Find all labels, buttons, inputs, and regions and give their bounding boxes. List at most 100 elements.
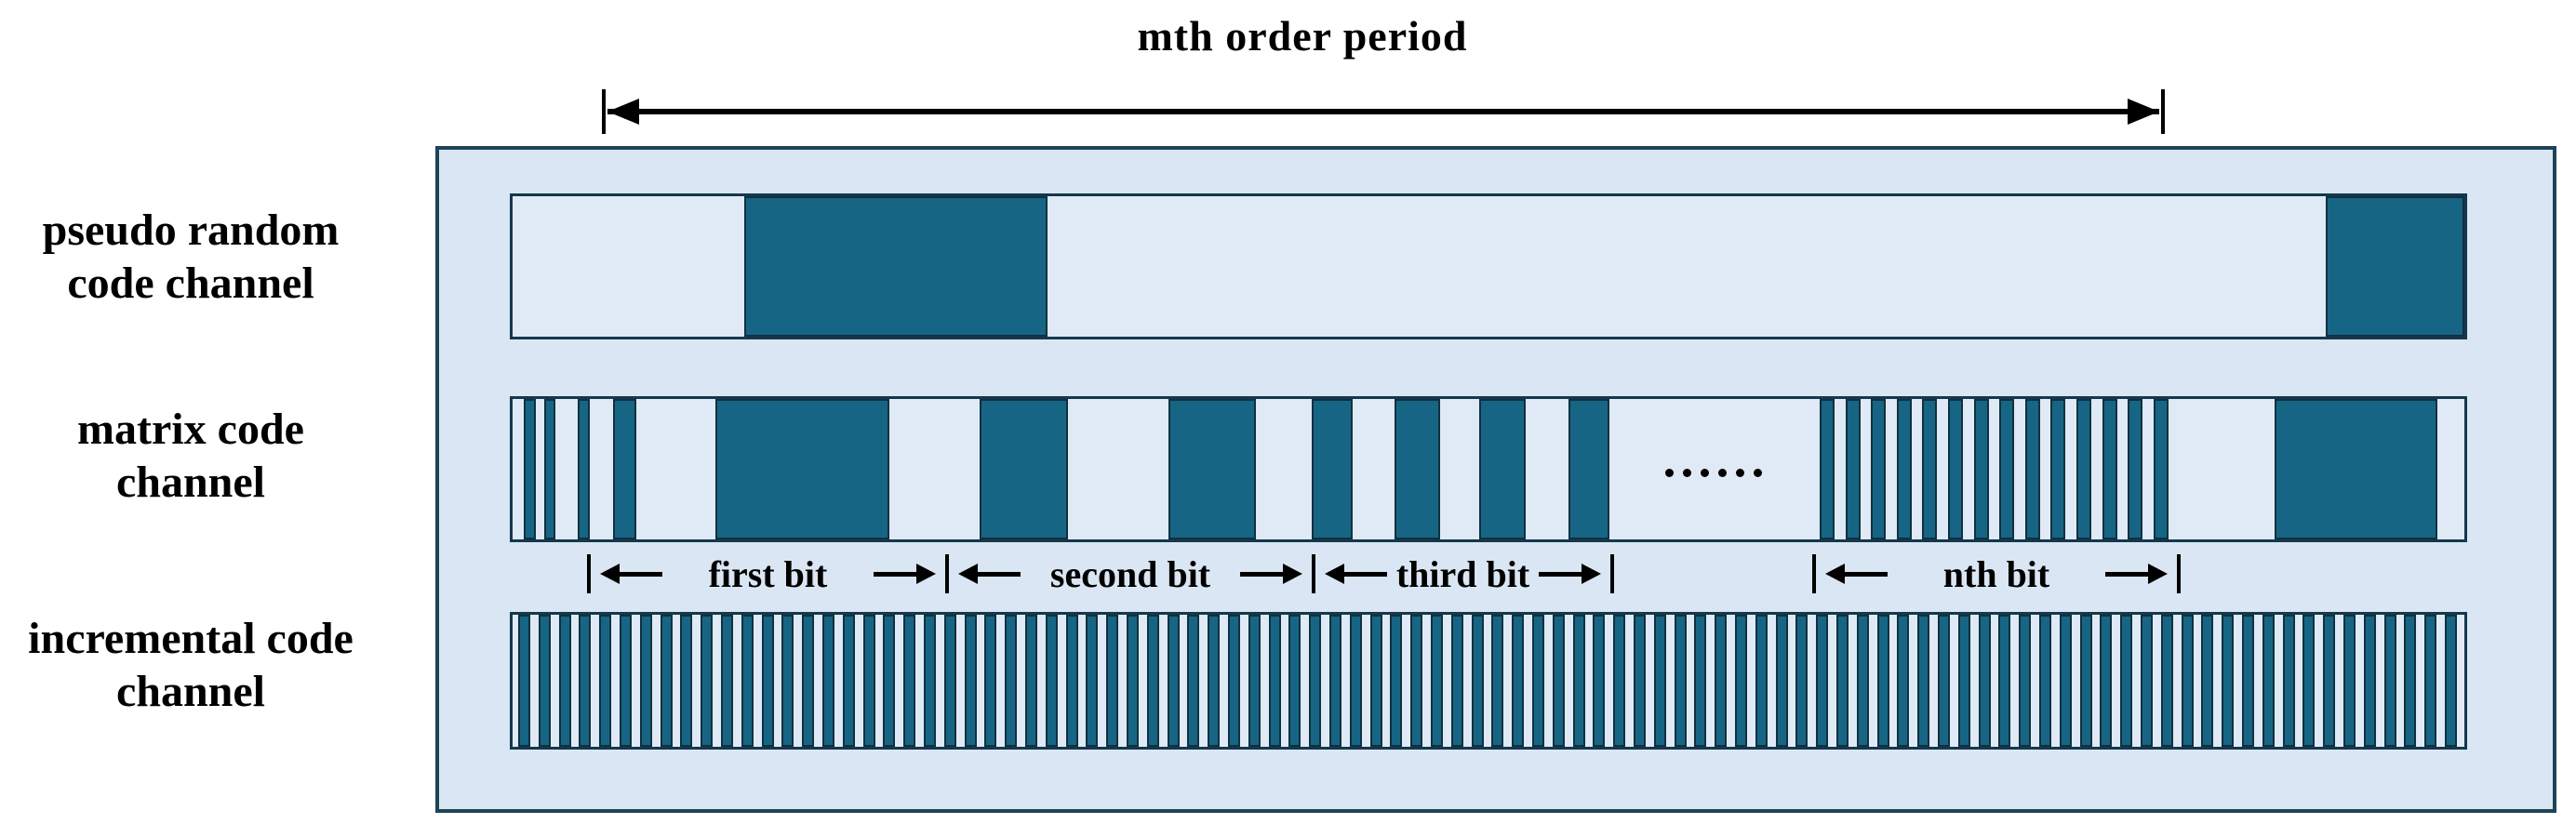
incremental-stripe [538, 615, 551, 747]
incremental-stripe [781, 615, 794, 747]
incremental-stripe [1349, 615, 1362, 747]
incremental-stripe [1288, 615, 1301, 747]
incremental-stripe [984, 615, 997, 747]
incremental-stripe [883, 615, 896, 747]
incremental-stripe [1775, 615, 1788, 747]
incremental-stripe [1146, 615, 1159, 747]
matrix-fine-stripe [1871, 399, 1887, 539]
matrix-fine-stripe [1922, 399, 1938, 539]
matrix-dark-segment [578, 399, 590, 539]
incremental-stripe [1248, 615, 1261, 747]
incremental-stripe [1450, 615, 1463, 747]
label-line: pseudo random [42, 206, 340, 255]
page-title: mth order period [1137, 12, 1468, 60]
incremental-stripe [701, 615, 714, 747]
ellipsis-dot-icon [1665, 468, 1674, 477]
matrix-fine-stripe [1845, 399, 1861, 539]
incremental-stripe [1208, 615, 1221, 747]
arrow-head [1283, 564, 1302, 584]
incremental-stripe [680, 615, 693, 747]
label-line: channel [115, 458, 266, 507]
incremental-stripe [558, 615, 571, 747]
incremental-stripe [1065, 615, 1078, 747]
incremental-stripe [599, 615, 612, 747]
incremental-stripe [1694, 615, 1707, 747]
label-line: incremental code [28, 614, 354, 663]
incremental-stripe [802, 615, 815, 747]
bit-label: nth bit [1942, 552, 2050, 595]
arrow-head [958, 564, 978, 584]
matrix-fine-stripe [2128, 399, 2143, 539]
ellipsis-dot-icon [1718, 468, 1727, 477]
incremental-stripe [1268, 615, 1281, 747]
label-line: matrix code [77, 405, 304, 454]
matrix-dark-segment [1168, 399, 1256, 539]
incremental-stripe [1127, 615, 1139, 747]
incremental-stripe [2160, 615, 2173, 747]
matrix-fine-stripe [1948, 399, 1963, 539]
incremental-stripe [1025, 615, 1037, 747]
incremental-stripe [1938, 615, 1950, 747]
bit-arrow-left-icon [958, 564, 1021, 584]
bit-arrow-left-icon [600, 564, 662, 584]
bit-arrow-right-icon [873, 564, 936, 584]
incremental-stripe [2181, 615, 2194, 747]
matrix-code-channel-bar [510, 396, 2467, 542]
arrow-head [1325, 564, 1344, 584]
incremental-stripe [1978, 615, 1991, 747]
incremental-stripe [2262, 615, 2275, 747]
incremental-stripe [1309, 615, 1322, 747]
incremental-stripe [1876, 615, 1889, 747]
incremental-stripe [1593, 615, 1606, 747]
incremental-stripe [579, 615, 592, 747]
incremental-stripe [1795, 615, 1809, 747]
incremental-stripe [2242, 615, 2254, 747]
pseudo-random-code-channel-bar [510, 193, 2467, 339]
label-pseudo-random-code-channel: pseudo random code channel [0, 204, 386, 310]
matrix-dark-segment [715, 399, 889, 539]
incremental-stripe [2141, 615, 2153, 747]
label-line: code channel [67, 259, 314, 308]
incremental-stripe [1228, 615, 1240, 747]
bit-label: third bit [1395, 552, 1530, 595]
matrix-dark-segment [2275, 399, 2437, 539]
incremental-stripe [1674, 615, 1687, 747]
incremental-stripe [2222, 615, 2235, 747]
incremental-stripe [518, 615, 530, 747]
matrix-dark-segment [1568, 399, 1609, 539]
arrow-shaft [978, 571, 1021, 577]
incremental-stripe [1957, 615, 1970, 747]
incremental-stripe [1491, 615, 1504, 747]
incremental-stripe [2282, 615, 2295, 747]
incremental-stripe [1998, 615, 2011, 747]
arrow-shaft [2105, 571, 2148, 577]
bit-boundary-tick [1812, 554, 1816, 593]
label-incremental-code-channel: incremental code channel [0, 612, 386, 718]
incremental-stripe [2100, 615, 2113, 747]
incremental-stripe [903, 615, 916, 747]
incremental-stripe [1106, 615, 1119, 747]
bit-boundary-tick [1610, 554, 1614, 593]
arrow-head [1825, 564, 1845, 584]
arrow-head [2148, 564, 2168, 584]
incremental-stripe [1532, 615, 1544, 747]
period-arrow-shaft [607, 109, 2159, 114]
bit-boundary-tick [587, 554, 591, 593]
incremental-stripe [1856, 615, 1869, 747]
incremental-stripe [2343, 615, 2356, 747]
bit-arrow-right-icon [1240, 564, 1302, 584]
arrow-head [915, 564, 936, 584]
incremental-stripe [1836, 615, 1849, 747]
incremental-stripe [1816, 615, 1829, 747]
arrow-shaft [620, 571, 662, 577]
incremental-stripe [2059, 615, 2072, 747]
incremental-stripe [2323, 615, 2336, 747]
incremental-stripe [761, 615, 774, 747]
ellipsis-dot-icon [1736, 468, 1744, 477]
matrix-fine-stripe [1820, 399, 1835, 539]
arrow-shaft [873, 571, 916, 577]
incremental-stripe [2404, 615, 2417, 747]
ellipsis-dot-icon [1754, 468, 1762, 477]
incremental-stripe [1897, 615, 1910, 747]
